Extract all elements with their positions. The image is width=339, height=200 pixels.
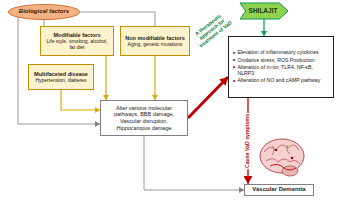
- chevron-shape: [240, 3, 288, 19]
- text-row: Oxidative stress, ROS Production: [233, 57, 329, 63]
- node-content: Elevation of inflammatory cytokinesOxida…: [229, 37, 333, 97]
- connector-label: Cause VaD symptoms: [245, 113, 251, 169]
- connector-line: [144, 136, 244, 190]
- node-content: Biological factors: [8, 4, 80, 20]
- text-row: Elevation of inflammatory cytokines: [233, 49, 329, 55]
- brain-outline: [260, 139, 304, 173]
- connector-line: [61, 90, 100, 110]
- box-text: Alter various molecular pathways, BBB da…: [104, 105, 184, 131]
- node-content: Alter various molecular pathways, BBB da…: [101, 101, 187, 135]
- box-heading: Non modifiable factors: [125, 35, 185, 42]
- connector-line: [18, 17, 100, 124]
- process-box: Alter various molecular pathways, BBB da…: [100, 100, 188, 136]
- box-text: Alteration of m-tor, TLR4, NF-κB, NLRP3: [237, 64, 329, 76]
- bullet-dot: [233, 52, 235, 54]
- text-row: Life style, smoking, alcohol, fat diet: [44, 38, 110, 50]
- text-row: Hypertension, diabetes: [35, 77, 86, 83]
- box-text: Aging, genetic mutations: [128, 41, 183, 47]
- text-row: SHILAJIT: [249, 7, 278, 15]
- text-row: Modifiable factors: [53, 32, 100, 39]
- connector-line: [263, 19, 264, 36]
- box-text: Life style, smoking, alcohol, fat diet: [44, 38, 110, 50]
- text-row: Vascular Dementia: [252, 186, 305, 193]
- connector-line: [80, 12, 155, 26]
- factor-ellipse: Biological factors: [8, 4, 80, 20]
- mechanism-list-box: Elevation of inflammatory cytokinesOxida…: [228, 36, 334, 98]
- text-row: Aging, genetic mutations: [128, 41, 183, 47]
- outcome-box: Vascular Dementia: [244, 184, 314, 196]
- bullet-dot: [233, 80, 235, 82]
- brain-gyri: [264, 145, 300, 164]
- node-content: SHILAJIT: [240, 3, 288, 19]
- connector-line: [188, 77, 228, 118]
- box-text: Oxidative stress, ROS Production: [237, 57, 314, 63]
- blood-vessel: [270, 164, 296, 170]
- cerebellum: [282, 166, 298, 176]
- box-text: Vascular Dementia: [252, 186, 305, 193]
- node-content: Multifaceted diseaseHypertension, diabet…: [29, 65, 93, 89]
- ellipse-shape: [8, 4, 79, 19]
- node-content: Vascular Dementia: [245, 185, 313, 195]
- connector-line: [105, 56, 106, 100]
- lesion-dot: [291, 157, 294, 160]
- factor-box: Modifiable factorsLife style, smoking, a…: [40, 26, 114, 56]
- treatment-chevron: SHILAJIT: [240, 3, 288, 19]
- text-row: Alteration of m-tor, TLR4, NF-κB, NLRP3: [233, 64, 329, 76]
- box-heading: Modifiable factors: [53, 32, 100, 39]
- connector-line: [154, 56, 155, 100]
- text-row: Alteration of NO and cAMP pathway: [233, 77, 329, 83]
- text-row: Alter various molecular pathways, BBB da…: [104, 105, 184, 131]
- lesion-dot: [275, 149, 278, 152]
- box-text: Hypertension, diabetes: [35, 77, 86, 83]
- box-text: Elevation of inflammatory cytokines: [237, 49, 318, 55]
- box-text: Alteration of NO and cAMP pathway: [237, 77, 320, 83]
- node-content: Non modifiable factorsAging, genetic mut…: [121, 27, 189, 55]
- text-row: Biological factors: [19, 8, 69, 15]
- disease-box: Multifaceted diseaseHypertension, diabet…: [28, 64, 94, 90]
- brain-illustration: [260, 139, 304, 176]
- text-row: Multifaceted disease: [34, 71, 88, 78]
- text-row: Non modifiable factors: [125, 35, 185, 42]
- factor-box: Non modifiable factorsAging, genetic mut…: [120, 26, 190, 56]
- bullet-dot: [233, 66, 235, 68]
- box-text: SHILAJIT: [249, 7, 278, 15]
- node-content: Modifiable factorsLife style, smoking, a…: [41, 27, 113, 55]
- box-text: Biological factors: [19, 8, 69, 15]
- bullet-dot: [233, 59, 235, 61]
- box-heading: Multifaceted disease: [34, 71, 88, 78]
